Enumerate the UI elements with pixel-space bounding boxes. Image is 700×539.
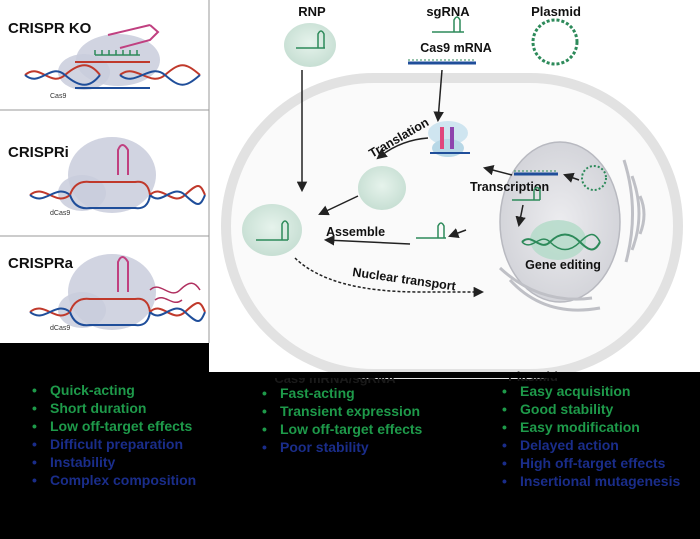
transcript-rna	[149, 282, 201, 303]
editing-complex	[530, 220, 586, 260]
dcas9-label: dCas9	[50, 325, 70, 332]
list-item: Instability	[30, 453, 200, 471]
list-item: Poor stability	[260, 438, 460, 456]
cell-diagram: RNP sgRNA Plasmid Cas9 mRNA Translation	[221, 4, 683, 379]
dna-helix	[29, 307, 206, 322]
list-item: Low off-target effects	[260, 420, 460, 438]
ribosome-subunit	[432, 139, 464, 157]
sgrna-from-plasmid	[512, 186, 541, 201]
sgrna-glyph	[416, 222, 446, 239]
dna-helix	[29, 190, 206, 205]
crispra-panel: CRISPRa dCas9	[8, 254, 206, 332]
dna-helix	[24, 70, 201, 86]
dna-strand	[69, 180, 151, 196]
list-item: Difficult preparation	[30, 435, 200, 453]
cas9-protein	[358, 166, 406, 210]
list-item: Easy modification	[500, 418, 698, 436]
rnp-label: RNP	[298, 4, 326, 19]
sgrna-guide	[94, 50, 140, 56]
sgrna-scaffold	[107, 24, 160, 49]
list-item: Quick-acting	[30, 381, 200, 399]
sgrna-release-arrow	[515, 204, 526, 228]
dna-strand	[69, 194, 151, 210]
cas9-label: Cas9	[50, 93, 66, 100]
trna	[440, 127, 444, 149]
target-dna	[521, 233, 601, 251]
rnp-complex	[284, 23, 336, 67]
sgrna-export-arrow	[448, 228, 467, 238]
list-item: Low off-target effects	[30, 417, 200, 435]
list-item: Good stability	[500, 400, 698, 418]
plasmid-circle	[531, 18, 579, 66]
list-item: Insertional mutagenesis	[500, 472, 698, 490]
gene-editing-label: Gene editing	[525, 258, 601, 272]
sgrna-label: sgRNA	[426, 4, 470, 19]
mrna-entry-arrow	[433, 69, 444, 123]
plasmid-label: Plasmid	[531, 4, 581, 19]
list-item: Delayed action	[500, 436, 698, 454]
trna	[450, 127, 454, 149]
cas9-mrna-label: Cas9 mRNA	[420, 41, 492, 55]
dcas9-label: dCas9	[50, 210, 70, 217]
plasmid-transcription-arrow	[563, 172, 580, 183]
ribosome	[428, 121, 470, 157]
assemble-label: Assemble	[326, 225, 385, 239]
plasmid-in-nucleus	[581, 165, 607, 191]
sgrna-hairpin	[117, 144, 129, 175]
sgrna-glyph	[296, 30, 325, 49]
crispra-title: CRISPRa	[8, 255, 74, 272]
header-mask	[209, 372, 700, 378]
assemble-protein-arrow	[318, 195, 359, 216]
dna-strand	[69, 297, 151, 313]
plasmid-properties-list: Easy acquisition Good stability Easy mod…	[500, 382, 698, 490]
dcas9-protein-blob	[58, 175, 106, 211]
sgrna-glyph	[256, 220, 289, 241]
dna-strand	[69, 311, 151, 327]
assemble-sgrna-arrow	[323, 235, 411, 246]
dcas9-protein-blob	[58, 292, 106, 328]
list-item: Easy acquisition	[500, 382, 698, 400]
crispr-ko-title: CRISPR KO	[8, 20, 92, 37]
nuclear-transport-arrow	[294, 257, 485, 298]
list-item: Transient expression	[260, 402, 460, 420]
sgrna-hairpin	[117, 256, 129, 292]
translation-arrow	[376, 137, 429, 160]
endoplasmic-reticulum	[622, 159, 646, 263]
list-item: High off-target effects	[500, 454, 698, 472]
crispri-title: CRISPRi	[8, 144, 69, 161]
mrna-properties-list: Fast-acting Transient expression Low off…	[260, 384, 460, 456]
ribosome-subunit	[428, 121, 468, 145]
sgrna-glyph	[432, 16, 464, 33]
transcription-label: Transcription	[470, 180, 549, 194]
list-item: Fast-acting	[260, 384, 460, 402]
rnp-properties-list: Quick-acting Short duration Low off-targ…	[30, 381, 200, 489]
transcription-to-ribosome-arrow	[482, 165, 513, 176]
crispri-panel: CRISPRi dCas9	[8, 137, 206, 217]
crispr-ko-panel: CRISPR KO Cas9	[8, 20, 201, 100]
list-item: Short duration	[30, 399, 200, 417]
list-item: Complex composition	[30, 471, 200, 489]
endoplasmic-reticulum	[498, 266, 601, 312]
assembled-rnp	[242, 204, 302, 256]
